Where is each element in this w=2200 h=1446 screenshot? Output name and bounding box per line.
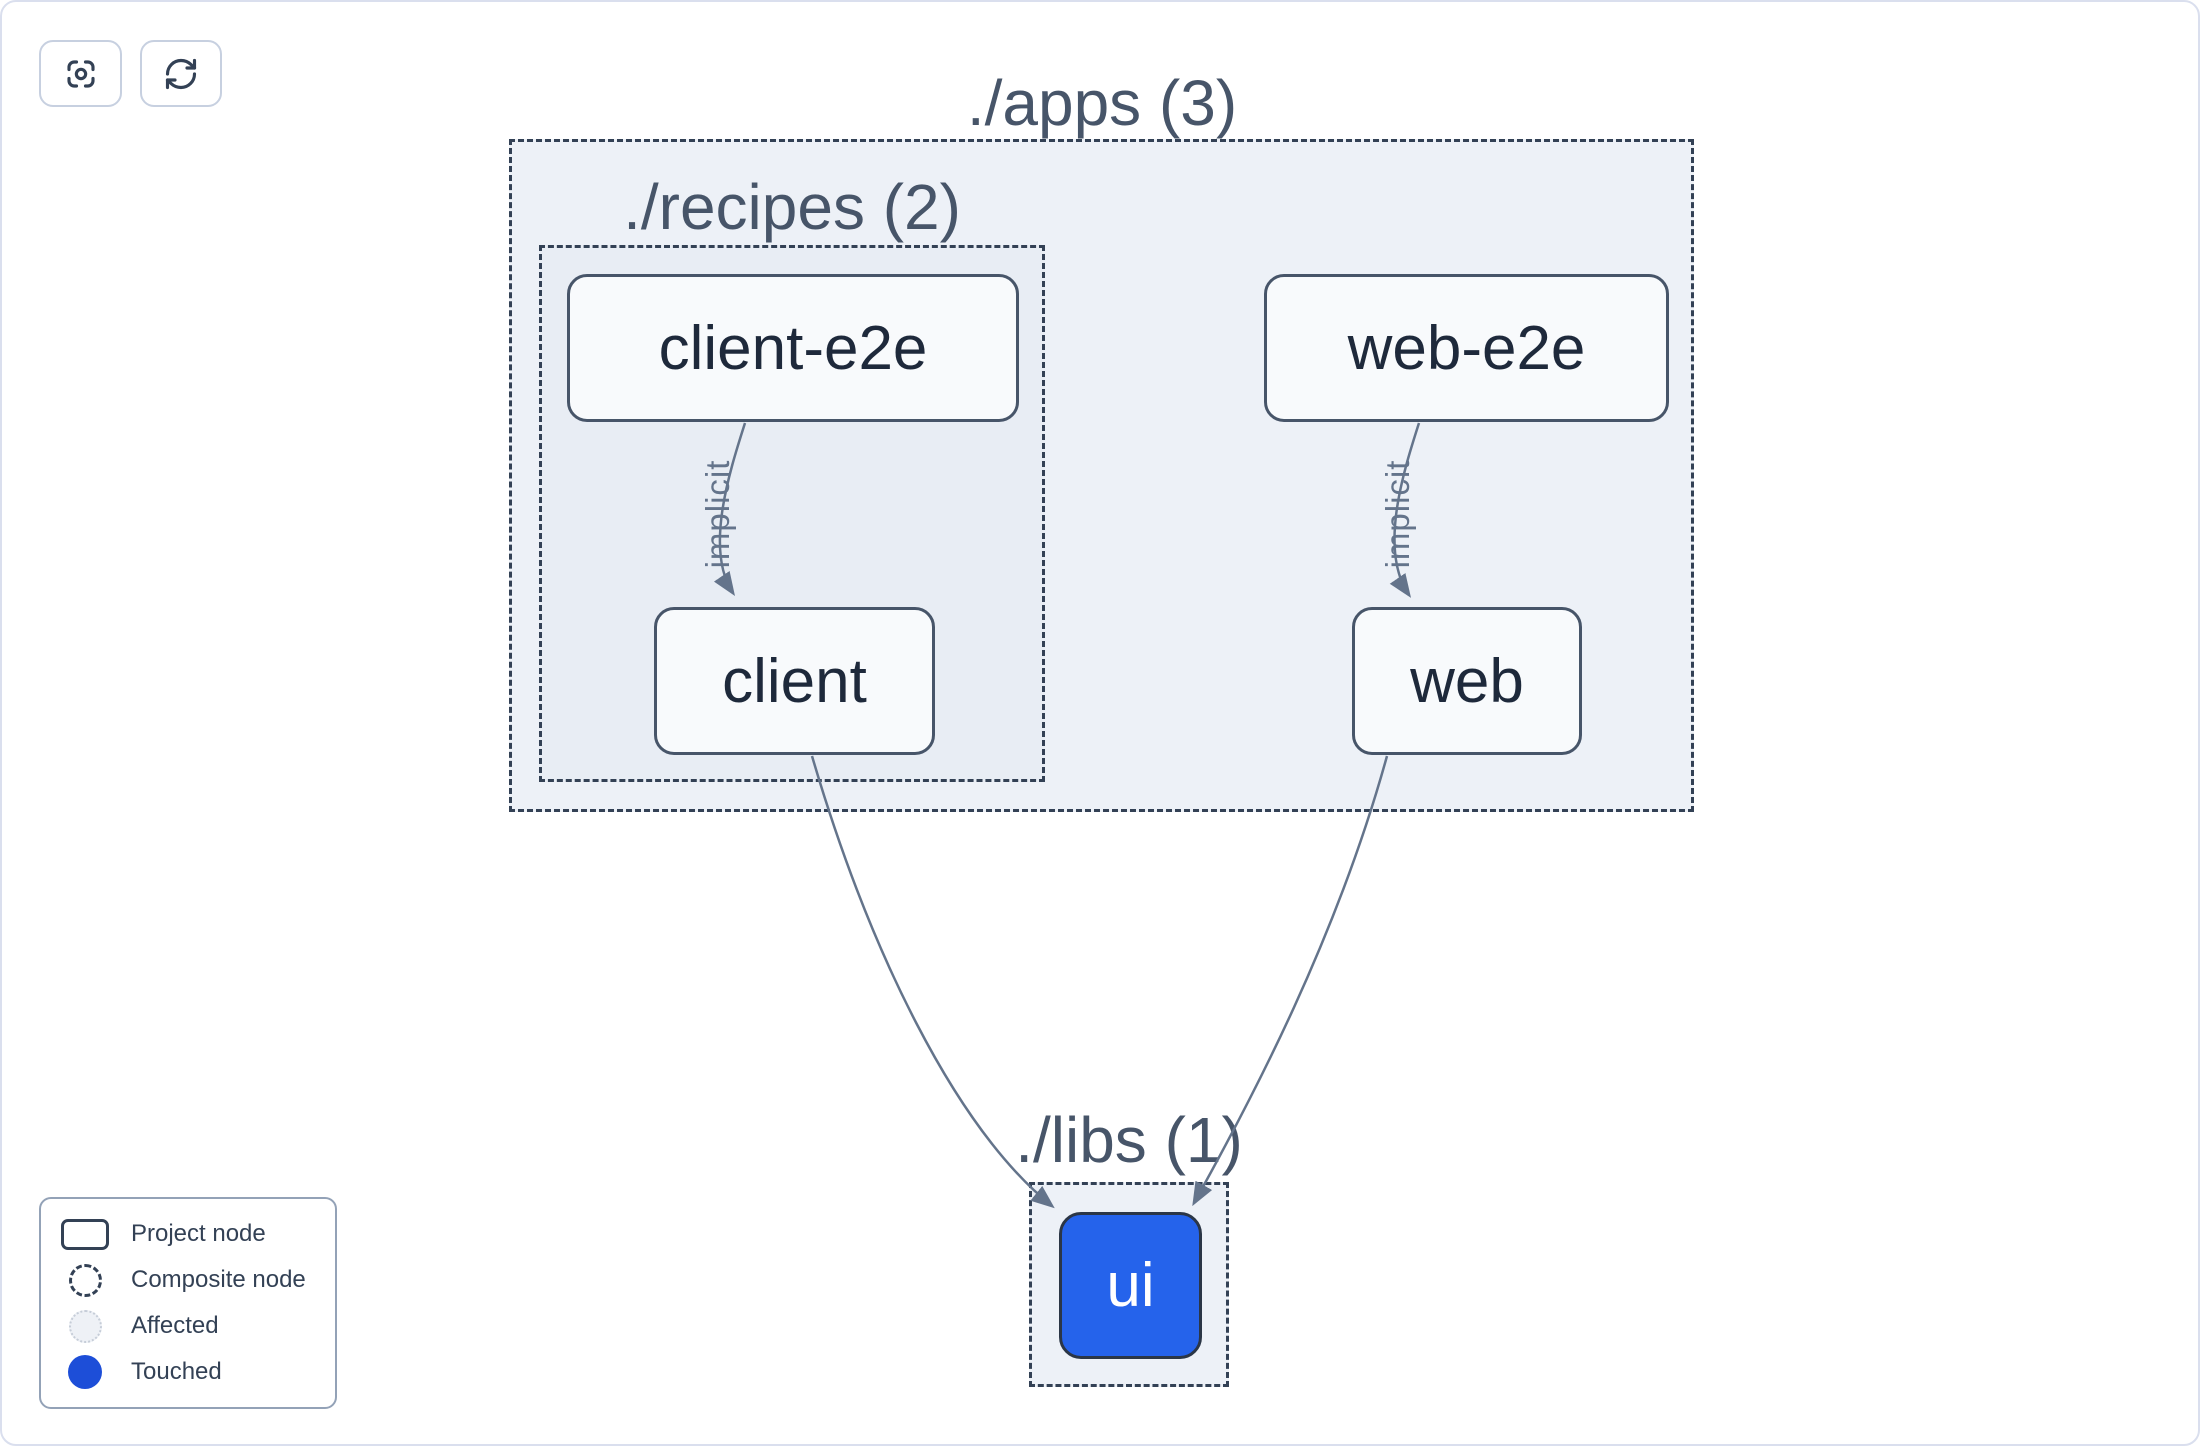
node-ui[interactable]: ui [1059,1212,1202,1359]
legend-label: Touched [131,1358,222,1385]
legend-item-affected: Affected [59,1304,317,1348]
legend-item-project-node: Project node [59,1212,317,1256]
node-web[interactable]: web [1352,607,1582,755]
legend-label: Composite node [131,1266,306,1293]
composite-node-swatch [68,1263,102,1297]
node-client[interactable]: client [654,607,935,755]
legend-item-composite-node: Composite node [59,1258,317,1302]
group-title-recipes: ./recipes (2) [623,171,961,243]
edge-label-implicit-client: implicit [699,459,736,569]
group-title-apps: ./apps (3) [966,67,1238,139]
edge-label-implicit-web: implicit [1379,459,1416,569]
legend-label: Project node [131,1220,266,1247]
node-web-e2e[interactable]: web-e2e [1264,274,1669,422]
refresh-button[interactable] [140,40,222,107]
group-title-libs: ./libs (1) [1015,1104,1243,1176]
legend-item-touched: Touched [59,1350,317,1394]
legend-label: Affected [131,1312,219,1339]
project-node-swatch [61,1218,109,1250]
affected-swatch [68,1309,102,1343]
focus-icon [63,56,99,92]
refresh-icon [163,56,199,92]
legend: Project node Composite node Affected Tou… [39,1197,337,1409]
node-client-e2e[interactable]: client-e2e [567,274,1019,422]
zoom-to-fit-button[interactable] [39,40,122,107]
touched-swatch [68,1355,102,1389]
